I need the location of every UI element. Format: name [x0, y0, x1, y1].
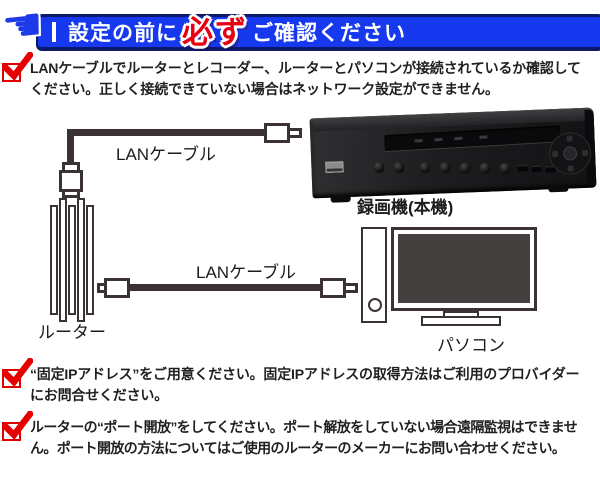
pc-label: パソコン	[437, 336, 505, 355]
checklist-text: LANケーブルでルーターとレコーダー、ルーターとパソコンが接続されているか確認し…	[30, 60, 581, 97]
router-graphic	[50, 198, 96, 322]
red-check-icon	[3, 411, 33, 440]
rj45-plug-right2-body	[320, 278, 346, 298]
router-slat	[86, 205, 94, 315]
recorder-label: 録画機(本機)	[357, 198, 454, 217]
router-slat	[77, 198, 85, 322]
checklist-text: “固定IPアドレス”をご用意ください。固定IPアドレスの取得方法はご利用のプロバ…	[30, 366, 580, 403]
header-title-suffix: ご確認ください	[252, 22, 406, 45]
router-slat	[68, 205, 76, 315]
header-title-prefix: 設定の前に	[68, 22, 178, 45]
lan-cable-1-horizontal	[67, 129, 267, 136]
header-separator	[52, 22, 56, 42]
rj45-plug-left-body	[104, 278, 130, 298]
checklist-text: ルーターの“ポート開放”をしてください。ポート解放をしていない場合遠隔監視はでき…	[30, 419, 578, 456]
lan-cable-1-vertical	[67, 129, 74, 165]
monitor-screen	[398, 234, 530, 303]
tower-power-button	[368, 298, 382, 312]
pc-tower	[361, 227, 387, 323]
header-bar: 設定の前に 必ず ご確認ください	[36, 14, 600, 51]
lan-cable-1-label: LANケーブル	[116, 145, 217, 164]
lan-cable-2-label: LANケーブル	[196, 263, 297, 282]
recorder-usb-port	[325, 161, 344, 173]
pointing-hand-icon: ☚	[0, 0, 46, 54]
pc-monitor	[391, 227, 537, 311]
lan-cable-2-horizontal	[128, 284, 322, 291]
recorder-image	[309, 107, 597, 203]
monitor-base	[421, 316, 501, 326]
red-check-icon	[3, 358, 33, 387]
checklist-item-1: LANケーブルでルーターとレコーダー、ルーターとパソコンが接続されているか確認し…	[2, 52, 598, 100]
rj45-plug-right-body	[264, 123, 290, 143]
rj45-plug-down-body	[59, 170, 83, 192]
router-slat	[59, 198, 67, 322]
router-label: ルーター	[38, 323, 106, 342]
router-slat	[50, 205, 58, 315]
checklist-item-3: ルーターの“ポート開放”をしてください。ポート解放をしていない場合遠隔監視はでき…	[2, 411, 598, 459]
header-title-emphasis: 必ず	[182, 14, 248, 50]
checklist-item-2: “固定IPアドレス”をご用意ください。固定IPアドレスの取得方法はご利用のプロバ…	[2, 358, 598, 406]
red-check-icon	[3, 52, 33, 81]
